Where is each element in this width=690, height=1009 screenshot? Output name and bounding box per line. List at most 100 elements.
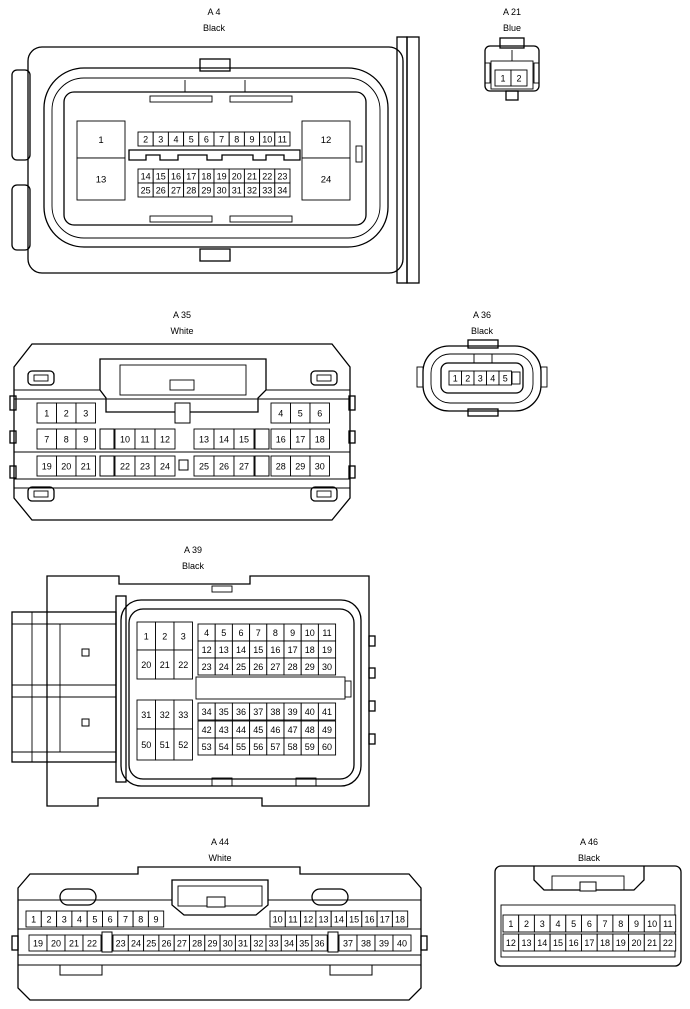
a44-pin-37: 37: [338, 934, 358, 952]
pin-number: 25: [236, 662, 246, 672]
pin-number: 21: [160, 660, 170, 670]
a39-pin-38: 38: [266, 702, 285, 721]
pin-number: 35: [299, 938, 309, 948]
pin-number: 34: [277, 185, 287, 195]
pin-number: 14: [334, 914, 344, 924]
pin-number: 8: [64, 434, 69, 444]
pin-number: 41: [322, 707, 332, 717]
a39-pin-13: 13: [214, 640, 233, 659]
a39-pin-44: 44: [231, 720, 251, 739]
pin-number: 31: [141, 710, 151, 720]
pin-number: 21: [81, 461, 91, 471]
pin-number: 28: [276, 461, 286, 471]
a39-pin-19: 19: [317, 640, 337, 659]
pin-number: 34: [202, 707, 212, 717]
a35-pin-22: 22: [114, 455, 136, 477]
pin-number: 22: [262, 171, 272, 181]
pin-number: 21: [647, 938, 657, 948]
pin-number: 8: [618, 919, 623, 929]
pin-number: 30: [223, 938, 233, 948]
a39-pin-52: 52: [173, 728, 193, 761]
a39-pin-23: 23: [197, 657, 216, 676]
a4-pin-15: 15: [152, 168, 169, 184]
a35-pin-5: 5: [290, 402, 311, 424]
a4-pin-9: 9: [243, 131, 261, 147]
a46-pin-2: 2: [518, 914, 535, 933]
pin-number: 9: [290, 628, 295, 638]
a44-pin-20: 20: [46, 934, 66, 952]
a46-pin-12: 12: [502, 933, 520, 952]
pin-number: 21: [247, 171, 257, 181]
a39-pin-12: 12: [197, 640, 216, 659]
pin-number: 29: [207, 938, 217, 948]
pin-number: 15: [349, 914, 359, 924]
pin-number: 51: [160, 740, 170, 750]
pin-number: 10: [305, 628, 315, 638]
a44-pin-8: 8: [132, 910, 149, 928]
pin-number: 1: [500, 73, 505, 83]
a4-pin-19: 19: [213, 168, 230, 184]
a44-pin-16: 16: [361, 910, 378, 928]
pin-number: 30: [322, 662, 332, 672]
pin-cavity: [391, 910, 409, 928]
a44-pin-4: 4: [71, 910, 88, 928]
pin-number: 15: [239, 434, 249, 444]
connector-a21-code: A 21: [503, 7, 521, 17]
a39-pin-51: 51: [155, 728, 175, 761]
a39-pin-9: 9: [283, 623, 302, 642]
pin-number: 50: [141, 740, 151, 750]
pin-number: 9: [154, 914, 159, 924]
pin-number: 13: [96, 174, 107, 185]
pin-number: 36: [315, 938, 325, 948]
a44-pin-31: 31: [234, 934, 252, 952]
pin-number: 20: [232, 171, 242, 181]
pin-number: 18: [600, 938, 610, 948]
a44-pin-30: 30: [219, 934, 236, 952]
a39-pin-36: 36: [231, 702, 251, 721]
a44-pin-39: 39: [374, 934, 394, 952]
pin-number: 23: [116, 938, 126, 948]
a39-pin-50: 50: [136, 728, 156, 761]
pin-number: 1: [98, 135, 103, 146]
a39-pin-16: 16: [266, 640, 285, 659]
pin-number: 32: [253, 938, 263, 948]
a39-pin-29: 29: [300, 657, 319, 676]
pin-number: 16: [276, 434, 286, 444]
pin-number: 8: [138, 914, 143, 924]
pin-number: 20: [141, 660, 151, 670]
pin-number: 55: [236, 742, 246, 752]
a39-pin-14: 14: [231, 640, 251, 659]
pin-number: 46: [270, 725, 280, 735]
pin-number: 18: [201, 171, 211, 181]
connector-a46-color: Black: [578, 853, 601, 863]
pin-number: 2: [465, 373, 470, 383]
pin-number: 18: [305, 645, 315, 655]
pin-number: 14: [537, 938, 547, 948]
a44-pin-27: 27: [173, 934, 190, 952]
a35-pin-28: 28: [270, 455, 291, 477]
a39-pin-21: 21: [155, 649, 175, 680]
a4-pin-11: 11: [274, 131, 291, 147]
a4-pin-7: 7: [213, 131, 230, 147]
a46-pin-16: 16: [565, 933, 582, 952]
a39-pin-54: 54: [214, 737, 233, 756]
pin-number: 7: [123, 914, 128, 924]
a4-pin-32: 32: [243, 182, 261, 198]
pin-number: 52: [178, 740, 188, 750]
a35-pin-1: 1: [36, 402, 57, 424]
a35-pin-2: 2: [56, 402, 77, 424]
a46-pin-17: 17: [581, 933, 598, 952]
pin-number: 45: [253, 725, 263, 735]
pin-number: 18: [395, 914, 405, 924]
pin-number: 9: [634, 919, 639, 929]
a4-pin-1: 1: [76, 120, 126, 159]
a35-pin-16: 16: [270, 428, 291, 450]
pin-number: 35: [219, 707, 229, 717]
a35-pin-10: 10: [114, 428, 136, 450]
pin-number: 9: [249, 134, 254, 144]
a46-pin-18: 18: [596, 933, 614, 952]
